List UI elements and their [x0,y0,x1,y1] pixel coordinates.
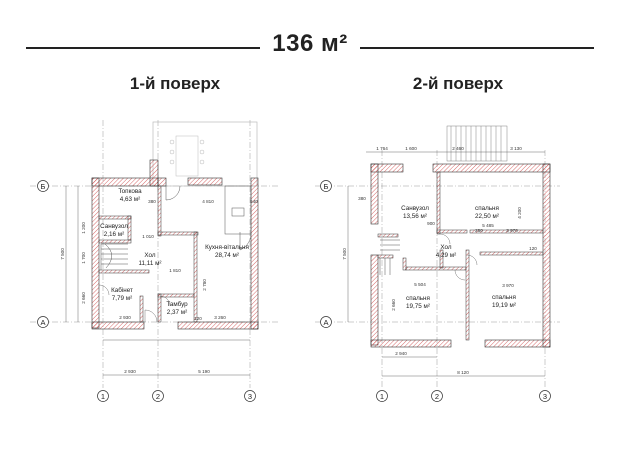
room-name: спальня [475,205,499,212]
dim-height: 7 500 [342,248,347,260]
room-area: 22,50 м² [475,213,499,220]
dim-top-1764: 1 764 [376,146,388,151]
axis-label-3: 3 [543,392,547,401]
room-name: Кухня-вітальня [205,243,249,251]
axis-label-1: 1 [380,392,384,401]
room-name: Топкова [118,188,142,195]
axis-label-b: Б [324,182,329,191]
dim-540: 540 [250,199,258,204]
dim-5485: 5 485 [482,223,494,228]
dim-1200: 1 200 [81,222,86,234]
dim-3970b: 3 970 [502,283,514,288]
floor-1-plan: Б А 1 2 3 2 930 5 190 2 930 3 260 4 810 … [30,120,280,402]
dim-bottom-left: 2 930 [124,369,136,374]
dim-5504: 5 504 [414,282,426,287]
axis-label-1: 1 [101,392,105,401]
dim-total-width: 8 120 [457,370,469,375]
dim-3970: 3 970 [506,228,518,233]
dim-380: 380 [148,199,156,204]
room-name: Кабінет [111,286,133,294]
room-area: 2,16 м² [104,231,124,238]
dim-4200: 4 200 [517,207,522,219]
room-name: спальня [492,294,516,301]
room-area: 4,63 м² [120,196,140,203]
total-area-title: 136 м² [0,30,620,58]
dim-bottom-right: 5 190 [198,369,210,374]
room-area: 2,37 м² [167,309,187,316]
axis-label-2: 2 [156,392,160,401]
dim-120: 120 [529,246,537,251]
room-area: 4,29 м² [436,252,456,259]
axis-label-a: А [40,318,45,327]
dim-top-3130: 3 130 [510,146,522,151]
room-name: спальня [406,295,430,302]
axis-label-b: Б [41,182,46,191]
axis-label-a: А [323,318,328,327]
dim-1810: 1 810 [169,268,181,273]
room-area: 11,11 м² [139,260,162,267]
room-name: Санвузол [100,223,128,230]
dim-380: 380 [358,196,366,201]
floor-2-label: 2-й поверх [412,74,504,93]
header: 136 м² [0,30,620,64]
floor-1-axis-markers: Б А 1 2 3 [37,180,256,402]
dim-kitchen-width: 4 810 [202,199,214,204]
dim-top-2460: 2 460 [452,146,464,151]
dim-bottom-left: 2 940 [395,351,407,356]
axis-label-3: 3 [248,392,252,401]
dim-900: 900 [427,221,435,226]
room-name: Санвузол [401,205,429,212]
room-area: 28,74 м² [215,252,239,259]
dim-2660: 2 660 [81,292,86,304]
room-area: 7,79 м² [112,295,132,302]
axis-label-2: 2 [435,392,439,401]
dim-height: 7 500 [60,248,65,260]
dim-2780: 2 780 [202,279,207,291]
dim-inner-bottom-right: 3 260 [214,315,226,320]
dim-250: 250 [475,228,483,233]
header-rule-left [26,47,260,49]
dim-inner-bottom-left: 2 930 [119,315,131,320]
room-name: Хол [144,252,155,259]
dim-1700: 1 700 [81,252,86,264]
floor-1-label: 1-й поверх [129,74,221,93]
room-area: 19,19 м² [492,302,516,309]
room-name: Хол [440,244,451,251]
dim-120: 120 [194,316,202,321]
floor-2-plan: Б А 1 2 3 8 120 2 940 1 764 1 600 2 460 … [315,125,560,402]
room-area: 19,75 м² [406,303,430,310]
floor-2-axis-markers: Б А 1 2 3 [320,180,551,402]
dim-1010: 1 010 [142,234,154,239]
dim-top-1600: 1 600 [405,146,417,151]
room-name: Тамбур [166,300,188,308]
header-rule-right [360,47,594,49]
dim-2660: 2 660 [391,299,396,311]
room-area: 13,56 м² [403,213,427,220]
